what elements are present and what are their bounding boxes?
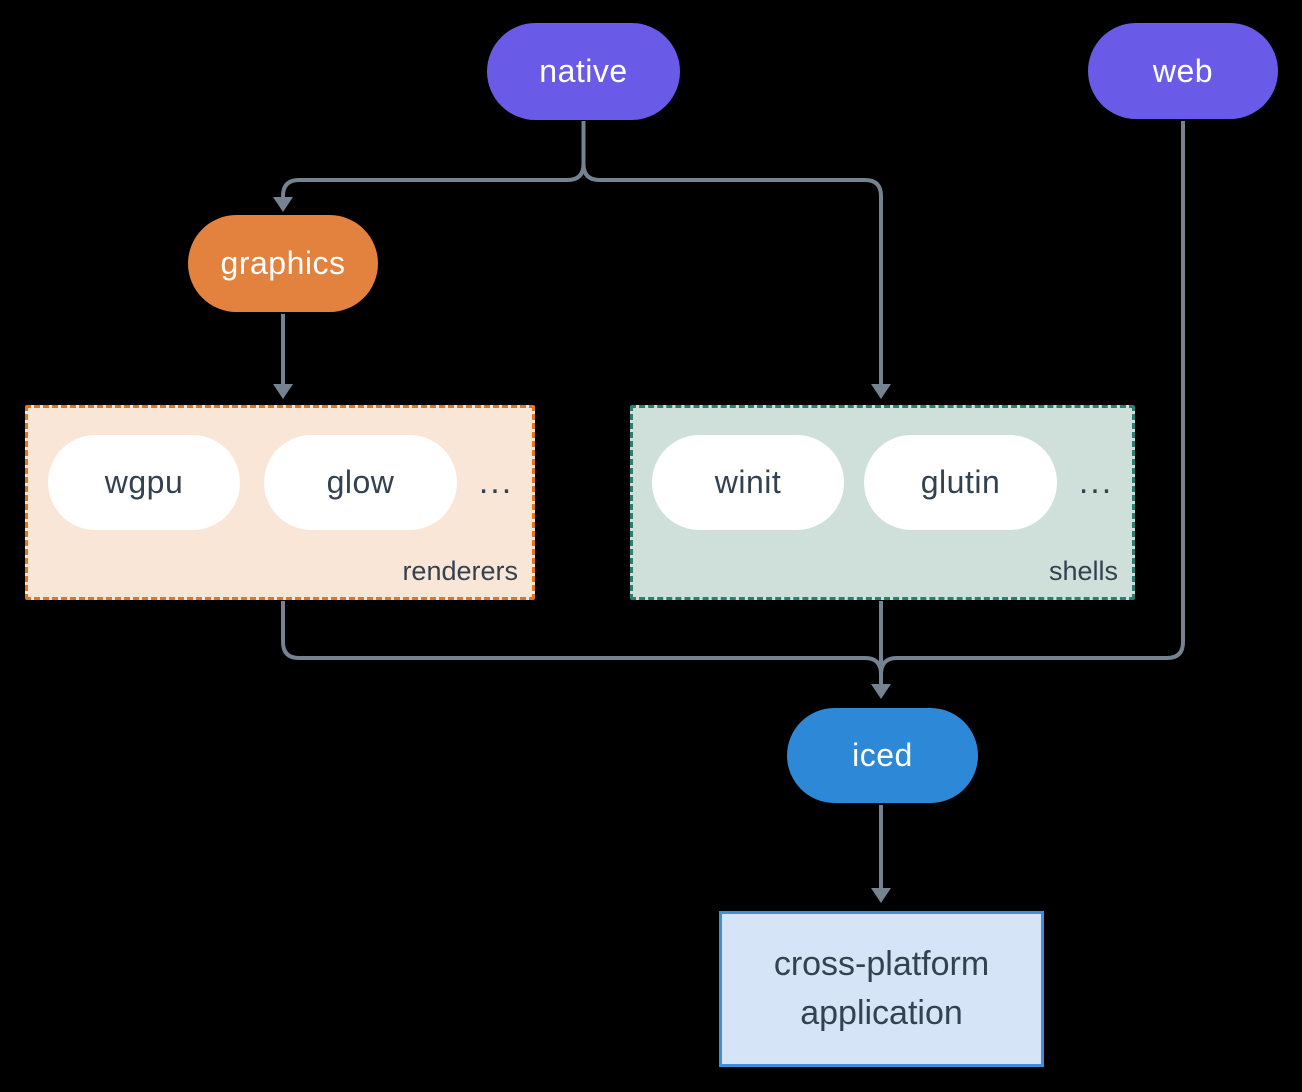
node-glutin: glutin	[864, 435, 1057, 530]
node-glow: glow	[264, 435, 457, 530]
group-renderers: wgpu glow ... renderers	[25, 405, 535, 600]
node-iced: iced	[787, 708, 978, 803]
group-label-renderers: renderers	[402, 556, 518, 586]
edge-native-shells	[581, 121, 883, 386]
ellipsis-shells: ...	[1078, 463, 1114, 501]
node-wgpu: wgpu	[48, 435, 240, 530]
node-graphics: graphics	[188, 215, 378, 312]
app-label-line1: cross-platform	[773, 944, 990, 983]
arrowhead-graphics	[273, 197, 293, 212]
ellipsis-renderers: ...	[478, 463, 514, 501]
node-native: native	[487, 23, 680, 120]
arrowhead-renderers	[273, 384, 293, 399]
edge-native-graphics	[281, 121, 586, 199]
arrowhead-app	[871, 888, 891, 903]
node-web: web	[1088, 23, 1278, 119]
arrowhead-shells	[871, 384, 891, 399]
group-shells: winit glutin ... shells	[630, 405, 1135, 600]
group-label-shells: shells	[1048, 556, 1118, 586]
node-app: cross-platform application	[719, 911, 1044, 1067]
app-label-line2: application	[800, 994, 963, 1032]
node-winit: winit	[652, 435, 844, 530]
arrowhead-iced	[871, 684, 891, 699]
edge-renderers-iced	[281, 601, 883, 675]
